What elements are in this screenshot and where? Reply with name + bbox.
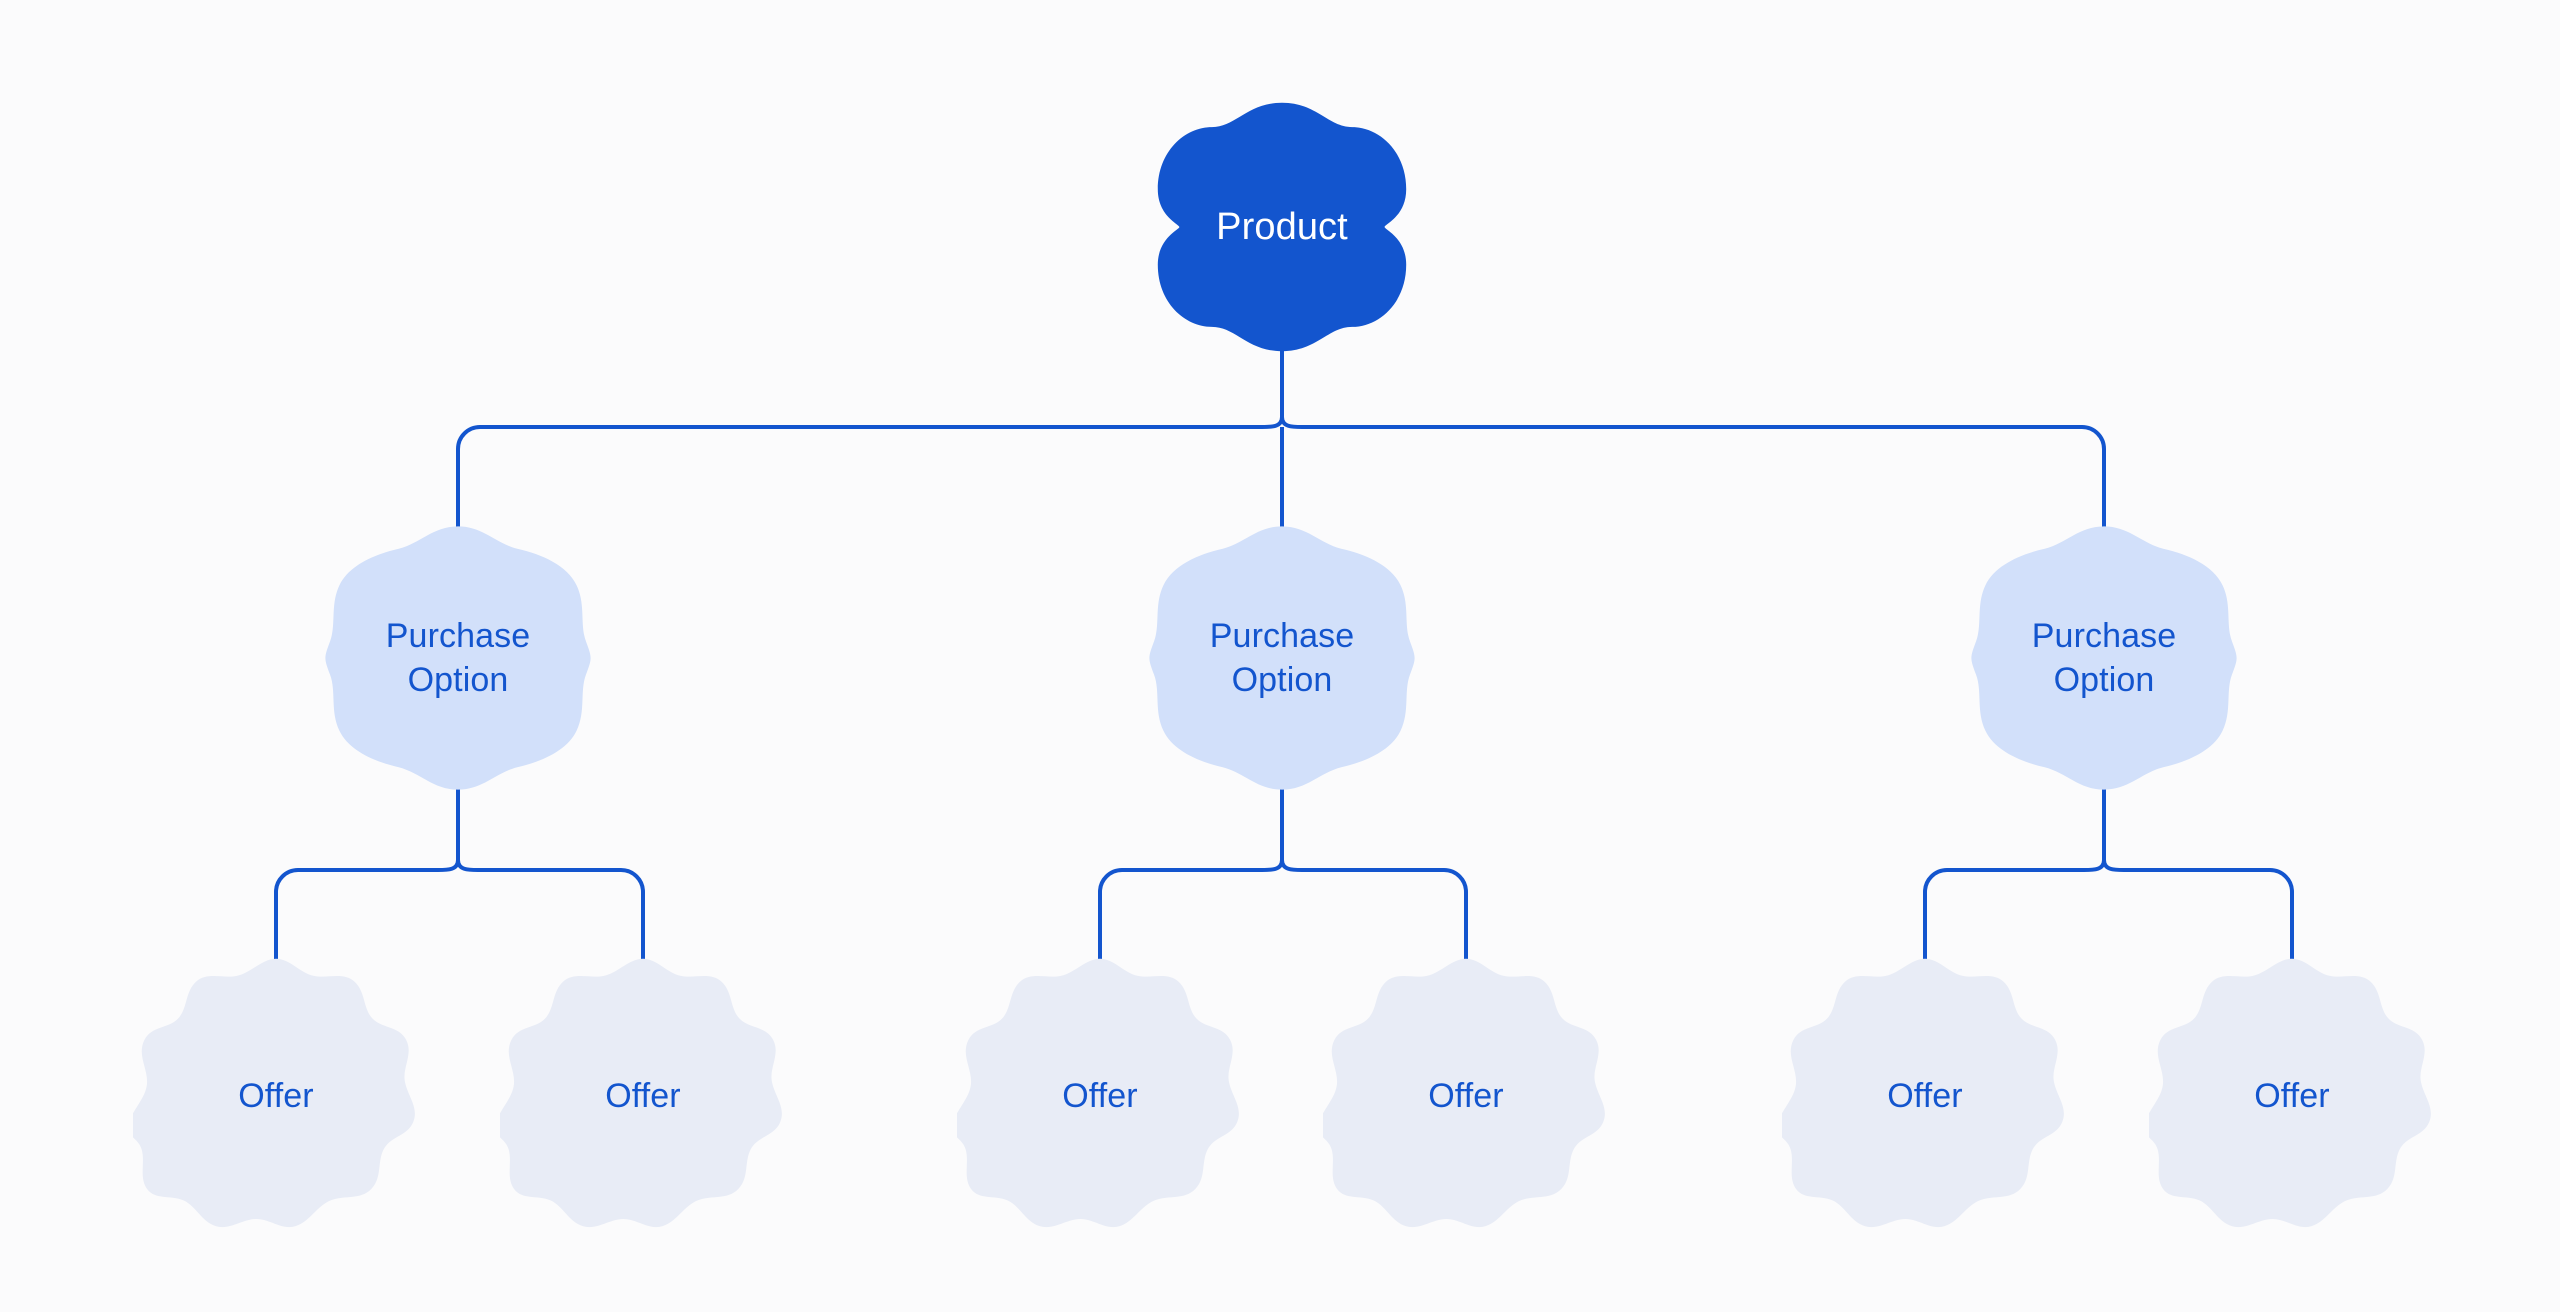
node-offer-5[interactable]: Offer [1782,953,2068,1239]
node-offer-5-label: Offer [1887,1077,1963,1115]
scallop-12-lobe-shape [1323,958,1605,1228]
node-offer-3[interactable]: Offer [957,953,1243,1239]
node-offer-6-label: Offer [2254,1077,2330,1115]
blob-8-lobe-shape [1149,526,1415,790]
scallop-12-lobe-shape [500,958,782,1228]
scallop-12-lobe-shape [133,958,415,1228]
node-offer-3-label: Offer [1062,1077,1138,1115]
blob-8-lobe-shape [325,526,591,790]
blob-8-lobe-shape [1971,526,2237,790]
node-purchase-option-1[interactable]: Purchase Option [302,518,614,798]
node-purchase-option-2[interactable]: Purchase Option [1126,518,1438,798]
node-offer-4[interactable]: Offer [1323,953,1609,1239]
node-offer-1[interactable]: Offer [133,953,419,1239]
scallop-12-lobe-shape [957,958,1239,1228]
node-offer-6[interactable]: Offer [2149,953,2435,1239]
node-product[interactable]: Product [1147,92,1417,362]
blob-4-lobe-shape [1157,102,1407,352]
node-offer-1-label: Offer [238,1077,314,1115]
node-purchase-option-2-label: Purchase Option [1209,617,1355,699]
node-purchase-option-3[interactable]: Purchase Option [1948,518,2260,798]
node-offer-2[interactable]: Offer [500,953,786,1239]
scallop-12-lobe-shape [1782,958,2064,1228]
scallop-12-lobe-shape [2149,958,2431,1228]
node-product-label: Product [1216,206,1348,248]
node-offer-2-label: Offer [605,1077,681,1115]
node-purchase-option-1-label: Purchase Option [385,617,531,699]
node-purchase-option-3-label: Purchase Option [2031,617,2177,699]
node-offer-4-label: Offer [1428,1077,1504,1115]
